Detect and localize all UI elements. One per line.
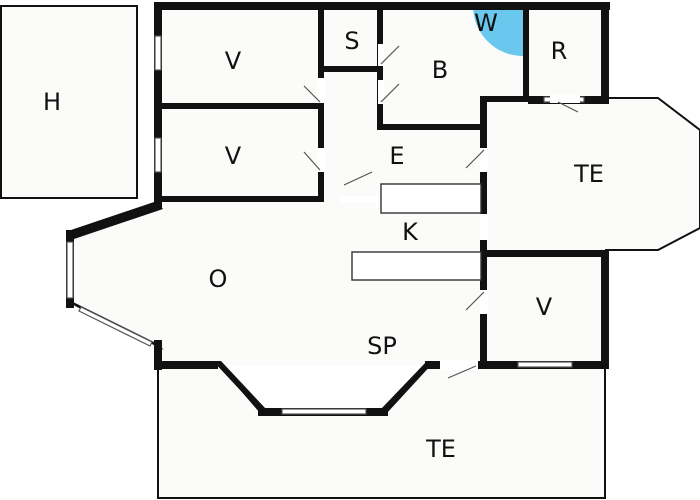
door <box>303 151 321 171</box>
window <box>154 137 162 173</box>
room-label-bedroom-mid: V <box>225 142 242 170</box>
room-label-wc: W <box>474 9 498 37</box>
room-label-kitchen: K <box>402 218 419 246</box>
door-openings <box>317 44 580 370</box>
door <box>380 83 400 103</box>
room-label-closet: S <box>344 27 359 55</box>
room-label-living: O <box>209 265 228 293</box>
terrace-bottom-outline <box>157 364 606 499</box>
door <box>303 85 321 103</box>
door <box>465 149 485 169</box>
room-label-bedroom-top: V <box>225 47 242 75</box>
door <box>465 291 485 311</box>
shed-outline <box>0 5 138 199</box>
door <box>380 45 400 65</box>
room-label-dining: SP <box>367 332 397 360</box>
door <box>557 101 579 113</box>
room-label-terrace-bottom: TE <box>425 435 456 463</box>
window <box>66 241 74 299</box>
window <box>154 35 162 71</box>
door <box>447 365 477 379</box>
window <box>281 408 367 415</box>
window <box>78 306 153 347</box>
window <box>517 361 573 368</box>
room-label-shed: H <box>43 88 61 116</box>
kitchen-counter-upper <box>380 183 482 214</box>
room-label-terrace-right: TE <box>573 160 604 188</box>
room-label-bathroom: B <box>432 56 448 84</box>
door <box>343 171 373 186</box>
room-label-bedroom-right: V <box>536 293 553 321</box>
room-labels: H V V S B W R E K O SP V TE TE <box>43 9 604 463</box>
room-label-storage: R <box>551 37 568 65</box>
shower-area <box>473 6 523 56</box>
kitchen-counter-lower <box>351 251 482 281</box>
door-leaves <box>303 45 579 379</box>
room-label-hall: E <box>389 142 404 170</box>
